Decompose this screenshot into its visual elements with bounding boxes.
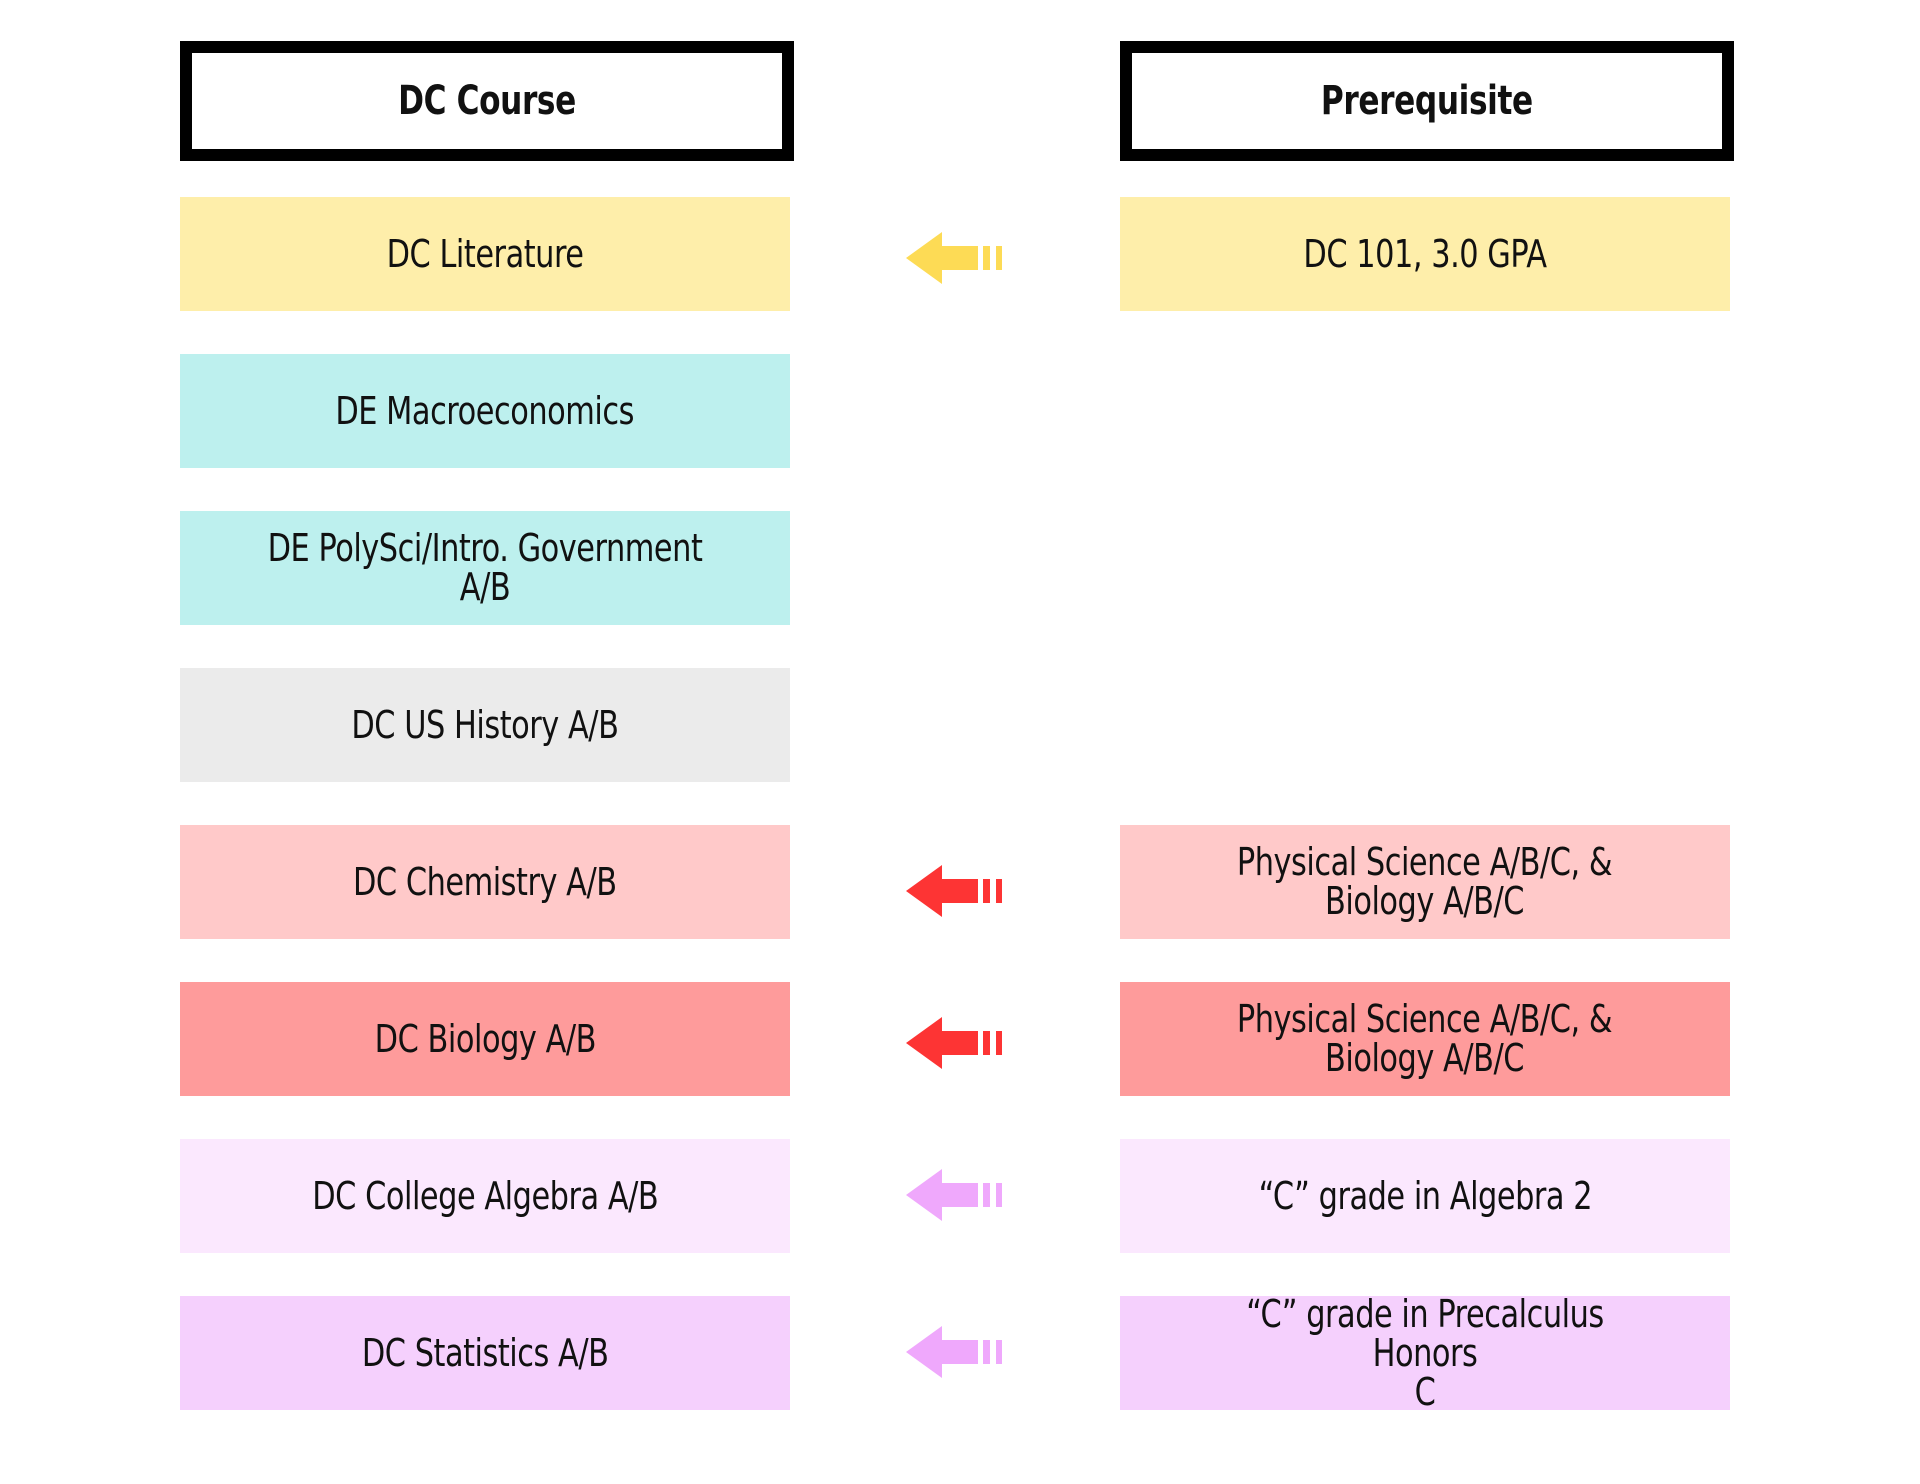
course-box-literature: DC Literature <box>180 197 790 311</box>
prerequisite-header-label: Prerequisite <box>1321 78 1533 124</box>
course-box-statistics: DC Statistics A/B <box>180 1296 790 1410</box>
prerequisite-label: Physical Science A/B/C, & Biology A/B/C <box>1237 840 1613 923</box>
arrow-left-icon <box>906 232 1002 284</box>
prerequisite-label: “C” grade in Precalculus Honors C <box>1246 1291 1604 1414</box>
course-header-label: DC Course <box>398 78 576 124</box>
course-label: DC US History A/B <box>351 702 619 747</box>
prerequisite-box-chemistry: Physical Science A/B/C, & Biology A/B/C <box>1120 825 1730 939</box>
course-label: DE PolySci/Intro. Government A/B <box>267 526 703 609</box>
course-label: DC Statistics A/B <box>361 1330 609 1375</box>
course-label: DE Macroeconomics <box>335 388 635 433</box>
course-label: DC College Algebra A/B <box>311 1173 659 1218</box>
prerequisite-label: “C” grade in Algebra 2 <box>1258 1173 1592 1218</box>
course-box-polysci: DE PolySci/Intro. Government A/B <box>180 511 790 625</box>
prerequisite-box-literature: DC 101, 3.0 GPA <box>1120 197 1730 311</box>
course-box-chemistry: DC Chemistry A/B <box>180 825 790 939</box>
course-label: DC Biology A/B <box>374 1016 596 1061</box>
course-label: DC Literature <box>386 231 584 276</box>
prerequisite-box-biology: Physical Science A/B/C, & Biology A/B/C <box>1120 982 1730 1096</box>
course-box-us-history: DC US History A/B <box>180 668 790 782</box>
prerequisite-box-statistics: “C” grade in Precalculus Honors C <box>1120 1291 1730 1414</box>
course-box-college-algebra: DC College Algebra A/B <box>180 1139 790 1253</box>
prerequisite-label: Physical Science A/B/C, & Biology A/B/C <box>1237 997 1613 1080</box>
arrow-left-icon <box>906 1017 1002 1069</box>
course-header: DC Course <box>180 41 794 161</box>
course-box-macroeconomics: DE Macroeconomics <box>180 354 790 468</box>
course-label: DC Chemistry A/B <box>353 859 617 904</box>
prerequisite-header: Prerequisite <box>1120 41 1734 161</box>
arrow-left-icon <box>906 1169 1002 1221</box>
prerequisite-label: DC 101, 3.0 GPA <box>1303 231 1547 276</box>
course-box-biology: DC Biology A/B <box>180 982 790 1096</box>
arrow-left-icon <box>906 1326 1002 1378</box>
prerequisite-box-college-algebra: “C” grade in Algebra 2 <box>1120 1139 1730 1253</box>
arrow-left-icon <box>906 865 1002 917</box>
